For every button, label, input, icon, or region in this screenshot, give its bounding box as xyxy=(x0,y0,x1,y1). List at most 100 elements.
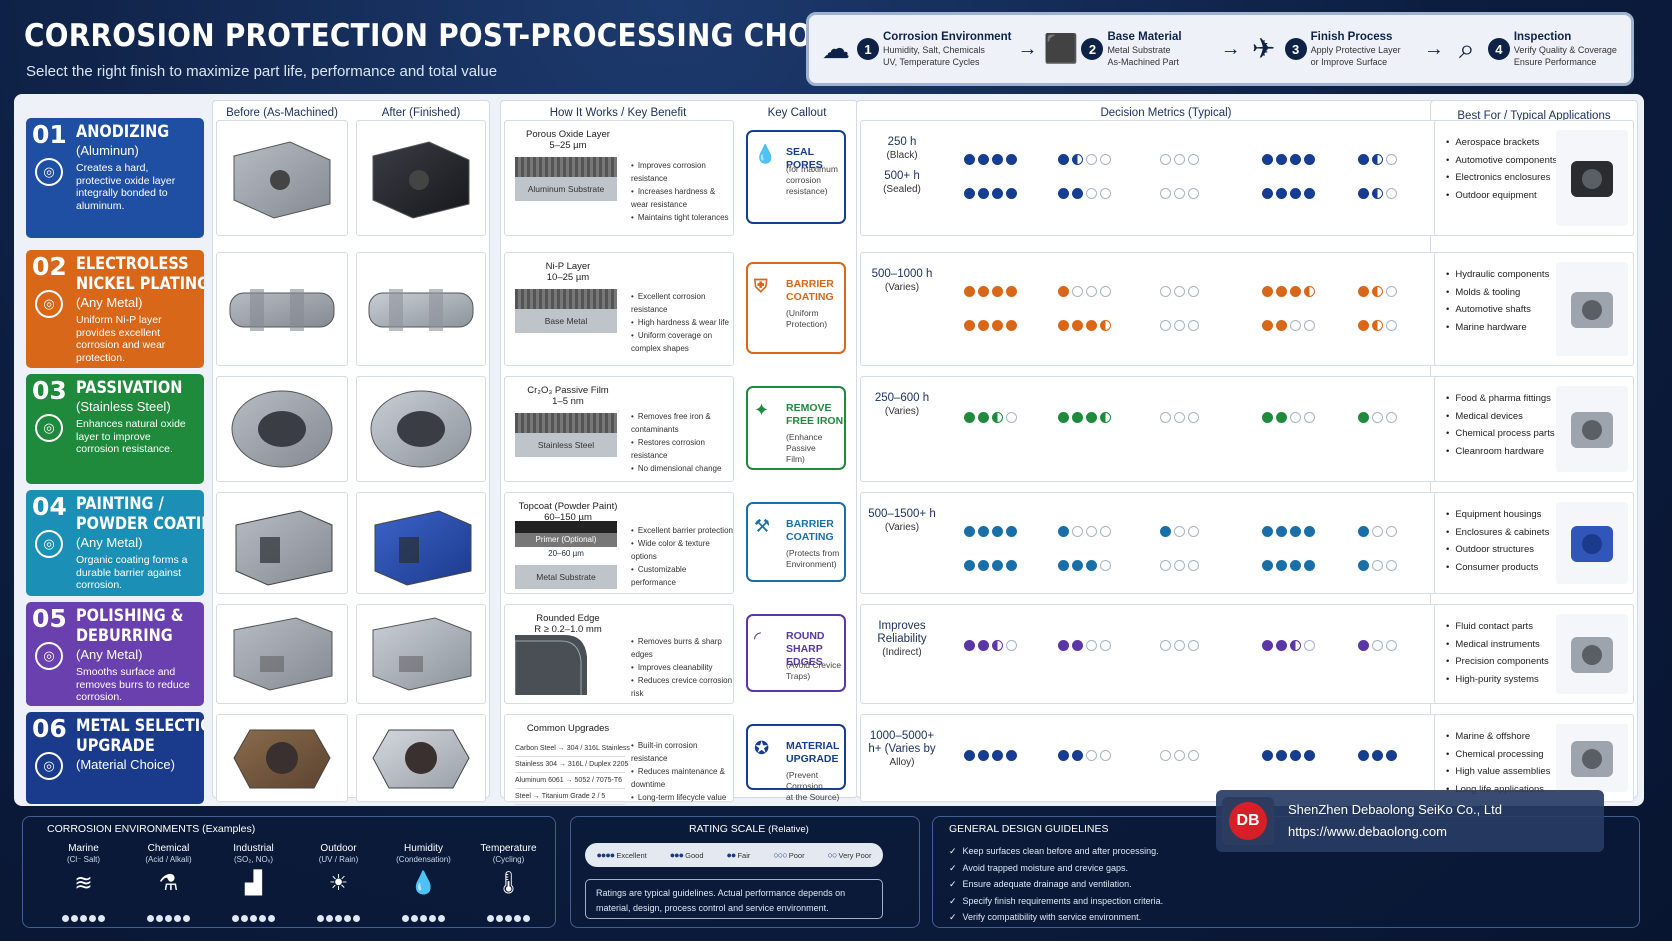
finish-title: PAINTING / xyxy=(76,494,164,513)
flow-step-title: Corrosion Environment xyxy=(883,31,1012,43)
rating-dot xyxy=(1262,412,1273,423)
finish-title: ANODIZING xyxy=(76,122,170,141)
finish-title-line2: POWDER COATING xyxy=(76,514,204,533)
rating-cos xyxy=(1262,188,1315,199)
star-shield-icon: ✪ xyxy=(754,738,770,758)
rating-dim xyxy=(1160,188,1199,199)
environment-humidity: Humidity(Condensation)💧 xyxy=(381,843,466,922)
rating-wear xyxy=(964,188,1017,199)
rating-dot xyxy=(1174,320,1185,331)
after-image xyxy=(356,120,486,236)
environments-title: CORROSION ENVIRONMENTS (Examples) xyxy=(47,823,256,835)
finish-subtitle: (Stainless Steel) xyxy=(76,399,171,414)
flow-step-number: 2 xyxy=(1081,38,1104,60)
finish-label-1: 01◎ANODIZING(Aluminun)Creates a hard, pr… xyxy=(26,118,204,238)
rating-dot xyxy=(1276,286,1287,297)
rating-dot xyxy=(964,286,975,297)
callout-title: SEAL PORES xyxy=(786,146,823,171)
rating-dot xyxy=(1086,640,1097,651)
rating-dot xyxy=(1086,188,1097,199)
rating-wear xyxy=(964,412,1017,423)
rating-cos xyxy=(1262,412,1315,423)
rating-dim xyxy=(1160,750,1199,761)
rating-dot xyxy=(1290,640,1301,651)
guidelines-title: GENERAL DESIGN GUIDELINES xyxy=(949,823,1109,835)
rating-dot xyxy=(1386,320,1397,331)
application-item: Automotive shafts xyxy=(1446,301,1549,319)
rating-dot xyxy=(1160,412,1171,423)
rating-dot xyxy=(1304,526,1315,537)
rating-dot xyxy=(1276,526,1287,537)
guidelines-list: Keep surfaces clean before and after pro… xyxy=(949,843,1164,926)
applications-list: Fluid contact partsMedical instrumentsPr… xyxy=(1446,618,1549,688)
rating-dot xyxy=(1304,320,1315,331)
rating-dot xyxy=(1174,526,1185,537)
benefit-item: High hardness & wear life xyxy=(631,316,733,329)
rating-dot xyxy=(1372,154,1383,165)
environment-temperature: Temperature(Cycling)🌡 xyxy=(466,843,551,922)
company-url[interactable]: https://www.debaolong.com xyxy=(1288,824,1447,839)
rating-dot xyxy=(1358,412,1369,423)
finish-description: Enhances natural oxide layer to improve … xyxy=(76,418,186,455)
application-image xyxy=(1556,614,1628,694)
rating-dot xyxy=(1086,560,1097,571)
after-image xyxy=(356,252,486,366)
rating-dot xyxy=(1160,560,1171,571)
rating-dot xyxy=(1174,750,1185,761)
rating-dot xyxy=(1372,320,1383,331)
arrow-right-icon: → xyxy=(1220,37,1241,60)
rating-dot xyxy=(1276,154,1287,165)
rating-dot xyxy=(1386,560,1397,571)
flow-step-line: Verify Quality & Coverage xyxy=(1513,45,1617,55)
rating-dot xyxy=(1006,640,1017,651)
rating-dot xyxy=(1304,560,1315,571)
rating-dot xyxy=(1006,320,1017,331)
rating-dot xyxy=(1276,640,1287,651)
salt-spray-value: 250–600 h(Varies) xyxy=(874,392,930,417)
rating-dot xyxy=(1276,412,1287,423)
primer-layer: Primer (Optional) xyxy=(515,533,617,547)
rating-dim xyxy=(1160,412,1199,423)
finish-label-6: 06◎METAL SELECTIONUPGRADE(Material Choic… xyxy=(26,712,204,804)
rating-dot xyxy=(1086,412,1097,423)
rating-cos xyxy=(1262,154,1315,165)
application-item: Medical instruments xyxy=(1446,636,1549,654)
rating-dot xyxy=(1100,188,1111,199)
rating-dot xyxy=(1304,412,1315,423)
environment-chemical: Chemical(Acid / Alkali)⚗ xyxy=(126,843,211,922)
flow-step-title: Inspection xyxy=(1513,31,1572,43)
sun-cloud-icon: ☀ xyxy=(328,870,349,895)
rating-dot xyxy=(1372,526,1383,537)
application-item: Consumer products xyxy=(1446,559,1549,577)
rating-dot xyxy=(1386,750,1397,761)
rating-dot xyxy=(978,188,989,199)
rating-dot xyxy=(992,412,1003,423)
rating-dot xyxy=(1174,412,1185,423)
benefit-item: Uniform coverage on complex shapes xyxy=(631,329,733,355)
before-image xyxy=(216,252,348,366)
rating-dim xyxy=(1160,526,1199,537)
rating-wear xyxy=(964,640,1017,651)
benefit-list: Excellent corrosion resistanceHigh hardn… xyxy=(631,290,733,355)
rating-dot xyxy=(1086,154,1097,165)
substrate-layer: Aluminum Substrate xyxy=(515,177,617,201)
rating-dot xyxy=(1372,640,1383,651)
rating-dot xyxy=(1174,640,1185,651)
rating-dot xyxy=(1262,640,1273,651)
rating-dot xyxy=(978,412,989,423)
water-drop-icon: 💧 xyxy=(754,144,777,164)
rating-dot xyxy=(1386,640,1397,651)
benefit-item: Restores corrosion resistance xyxy=(631,436,733,462)
environment-outdoor: Outdoor(UV / Rain)☀ xyxy=(296,843,381,922)
benefit-list: Built-in corrosion resistanceReduces mai… xyxy=(631,739,733,804)
rating-dot xyxy=(1372,750,1383,761)
metrics-row xyxy=(860,120,1472,236)
